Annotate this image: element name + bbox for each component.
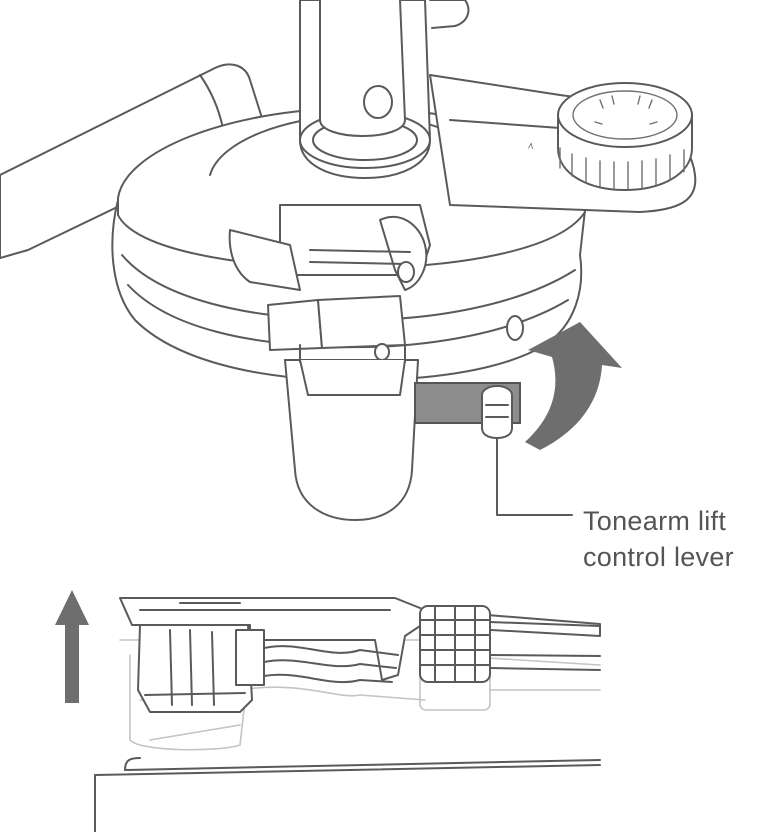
tonearm-lift-lever-label: Tonearm lift control lever (583, 503, 734, 575)
tonearm-side-illustration (55, 590, 601, 832)
up-arrow-icon (55, 590, 89, 703)
counterweight (419, 605, 491, 683)
svg-text:>: > (526, 141, 537, 150)
callout-leader-line (496, 437, 573, 516)
tonearm-base-illustration: > (0, 0, 697, 521)
callout-line-2: control lever (583, 542, 734, 572)
callout-line-1: Tonearm lift (583, 506, 727, 536)
tonearm-lift-control-lever[interactable] (414, 382, 521, 439)
curved-arrow-icon (525, 322, 622, 450)
anti-skate-dial (557, 82, 693, 191)
